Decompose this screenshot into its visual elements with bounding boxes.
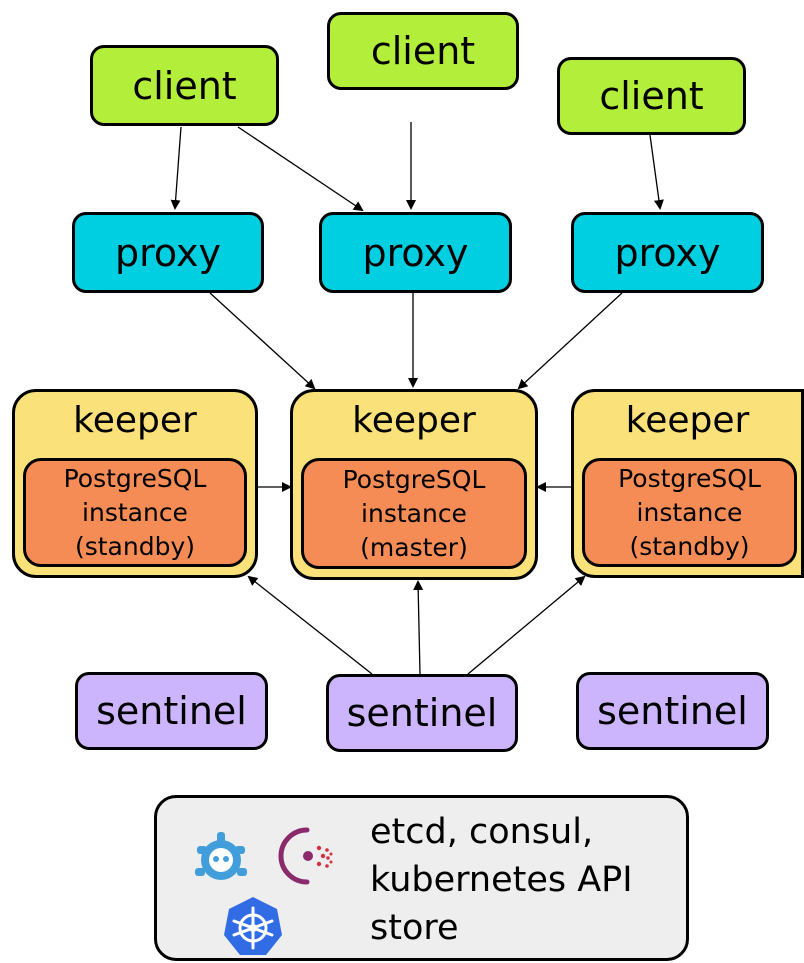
arrow-proxy3-keeper2 (517, 292, 623, 390)
store-text-line: store (370, 908, 459, 948)
arrow-client1-proxy1 (170, 126, 182, 210)
postgresql-instance-master: PostgreSQL instance (master) (301, 458, 527, 569)
store-text-line: kubernetes API (370, 860, 633, 900)
kubernetes-icon (224, 897, 282, 955)
sentinel-node: sentinel (326, 674, 518, 752)
sentinel-label: sentinel (346, 691, 498, 735)
keeper-label: keeper (352, 400, 476, 441)
client-node: client (327, 12, 519, 90)
client-label: client (599, 74, 704, 118)
client-node: client (557, 57, 746, 135)
etcd-icon (195, 832, 247, 880)
keeper-node: keeper PostgreSQL instance (standby) (571, 389, 804, 578)
proxy-node: proxy (571, 212, 764, 293)
db-line: PostgreSQL (618, 463, 761, 493)
postgresql-instance-standby: PostgreSQL instance (standby) (23, 458, 247, 567)
sentinel-node: sentinel (576, 672, 769, 750)
postgresql-instance-standby: PostgreSQL instance (standby) (582, 458, 797, 567)
proxy-node: proxy (72, 212, 264, 293)
consul-icon (278, 827, 333, 885)
db-line: PostgreSQL (342, 464, 486, 494)
store-text-line: etcd, consul, (370, 812, 594, 852)
store-box: etcd, consul, kubernetes API store (154, 795, 689, 961)
sentinel-label: sentinel (96, 689, 247, 733)
arrow-client3-proxy3 (649, 134, 664, 210)
store-description: etcd, consul, kubernetes API store (370, 808, 633, 952)
sentinel-node: sentinel (75, 672, 268, 750)
arrow-sentinel-keeper3 (467, 575, 586, 675)
db-line: instance (82, 497, 188, 527)
db-role: (standby) (74, 531, 196, 561)
db-role: (master) (360, 532, 468, 562)
db-line: instance (636, 497, 743, 527)
db-line: instance (361, 498, 467, 528)
arrow-proxy1-keeper2 (209, 292, 316, 390)
keeper-label: keeper (625, 400, 750, 441)
client-node: client (90, 45, 279, 126)
proxy-label: proxy (362, 230, 469, 275)
arrow-sentinel-keeper2 (413, 580, 424, 675)
client-label: client (132, 63, 237, 108)
keeper-label: keeper (73, 400, 197, 441)
proxy-label: proxy (115, 230, 221, 275)
proxy-node: proxy (319, 212, 512, 293)
db-role: (standby) (629, 531, 750, 561)
arrow-client1-proxy2 (237, 126, 364, 212)
arrow-sentinel-keeper1 (247, 575, 373, 675)
db-line: PostgreSQL (63, 463, 207, 493)
keeper-node: keeper PostgreSQL instance (master) (290, 389, 538, 580)
proxy-label: proxy (614, 230, 721, 275)
keeper-node: keeper PostgreSQL instance (standby) (12, 389, 258, 578)
sentinel-label: sentinel (597, 689, 748, 733)
client-label: client (370, 29, 476, 73)
